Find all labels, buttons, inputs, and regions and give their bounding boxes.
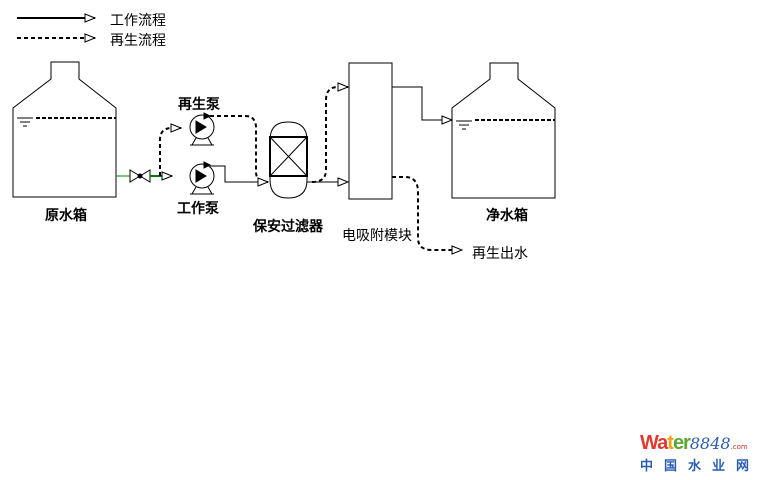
raw-tank-label: 原水箱	[45, 208, 87, 224]
filter-label: 保安过滤器	[253, 219, 323, 235]
clean-tank-label: 净水箱	[486, 208, 528, 224]
regen-pump-icon	[189, 112, 215, 146]
legend-regen-label: 再生流程	[110, 33, 166, 49]
work-pump-icon	[189, 161, 215, 195]
regen-out-label: 再生出水	[472, 246, 528, 262]
module-label: 电吸附模块	[342, 228, 412, 244]
legend-work-label: 工作流程	[110, 13, 166, 29]
clean-water-tank	[451, 62, 556, 199]
regen-pump-label: 再生泵	[178, 97, 220, 113]
water8848-logo: Water8848.com 中国水业网	[640, 432, 761, 474]
security-filter	[269, 121, 308, 199]
work-pump-label: 工作泵	[177, 201, 219, 217]
raw-water-tank	[12, 61, 117, 198]
electro-adsorption-module	[348, 62, 393, 200]
valve-icon	[129, 169, 151, 183]
